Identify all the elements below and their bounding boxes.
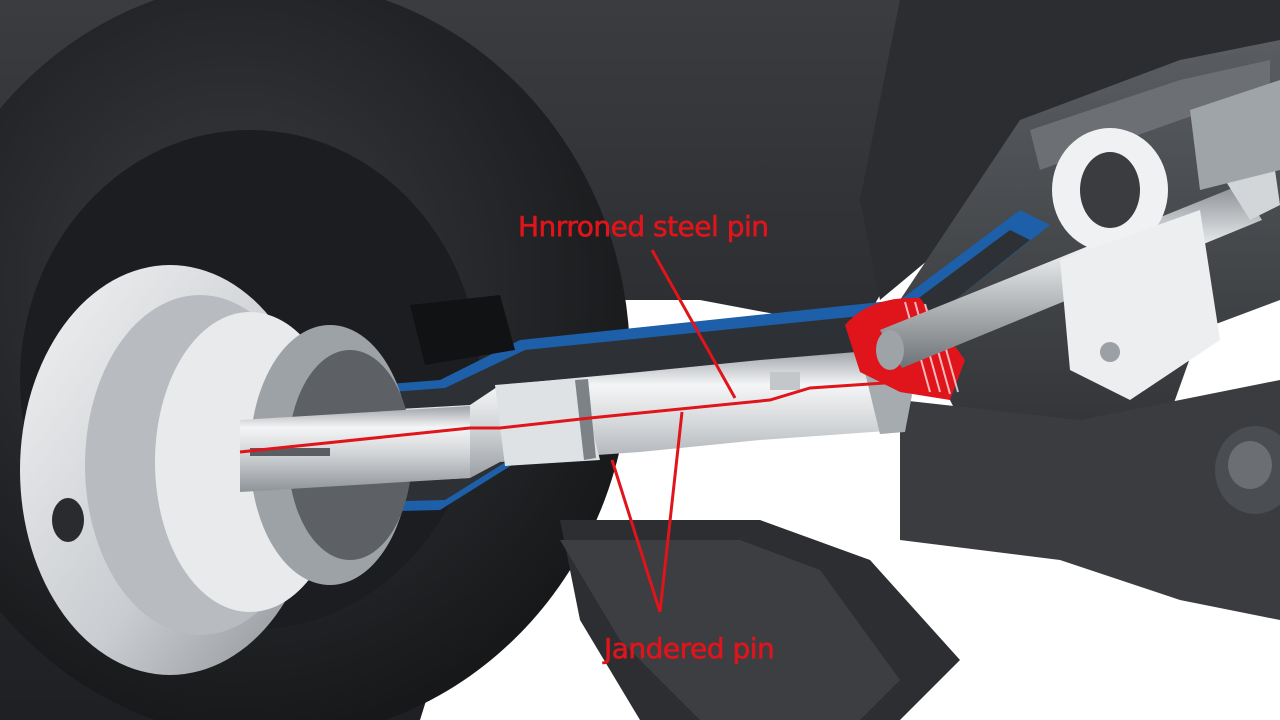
right-bracket-lower [900, 380, 1280, 620]
steel-pin-notch [770, 372, 800, 390]
hardened-pin-label: Jandered pin [604, 632, 775, 666]
top-leader-line [650, 249, 737, 399]
callout-leaders [239, 249, 901, 613]
lower-right-boss-face [1228, 441, 1272, 489]
support-arm-face [560, 540, 900, 720]
bottom-leader-line-a [610, 459, 662, 613]
pin-split-line [239, 380, 901, 454]
hardened-steel-pin-label: Hnrroned steel pin [518, 210, 770, 244]
actuating-rod-end [1225, 170, 1280, 220]
bottom-leader-line-b [658, 411, 684, 613]
pin-shank [240, 406, 470, 492]
end-collar-hole [52, 498, 84, 542]
sleeve-highlight [410, 295, 515, 365]
actuating-rod-tip [876, 330, 904, 370]
bracket-collar [1060, 210, 1220, 400]
pin-shank-slot [250, 448, 330, 456]
collar-screw [1100, 342, 1120, 362]
right-sleeve [1190, 80, 1280, 190]
bracket-eye-hole [1080, 152, 1140, 228]
